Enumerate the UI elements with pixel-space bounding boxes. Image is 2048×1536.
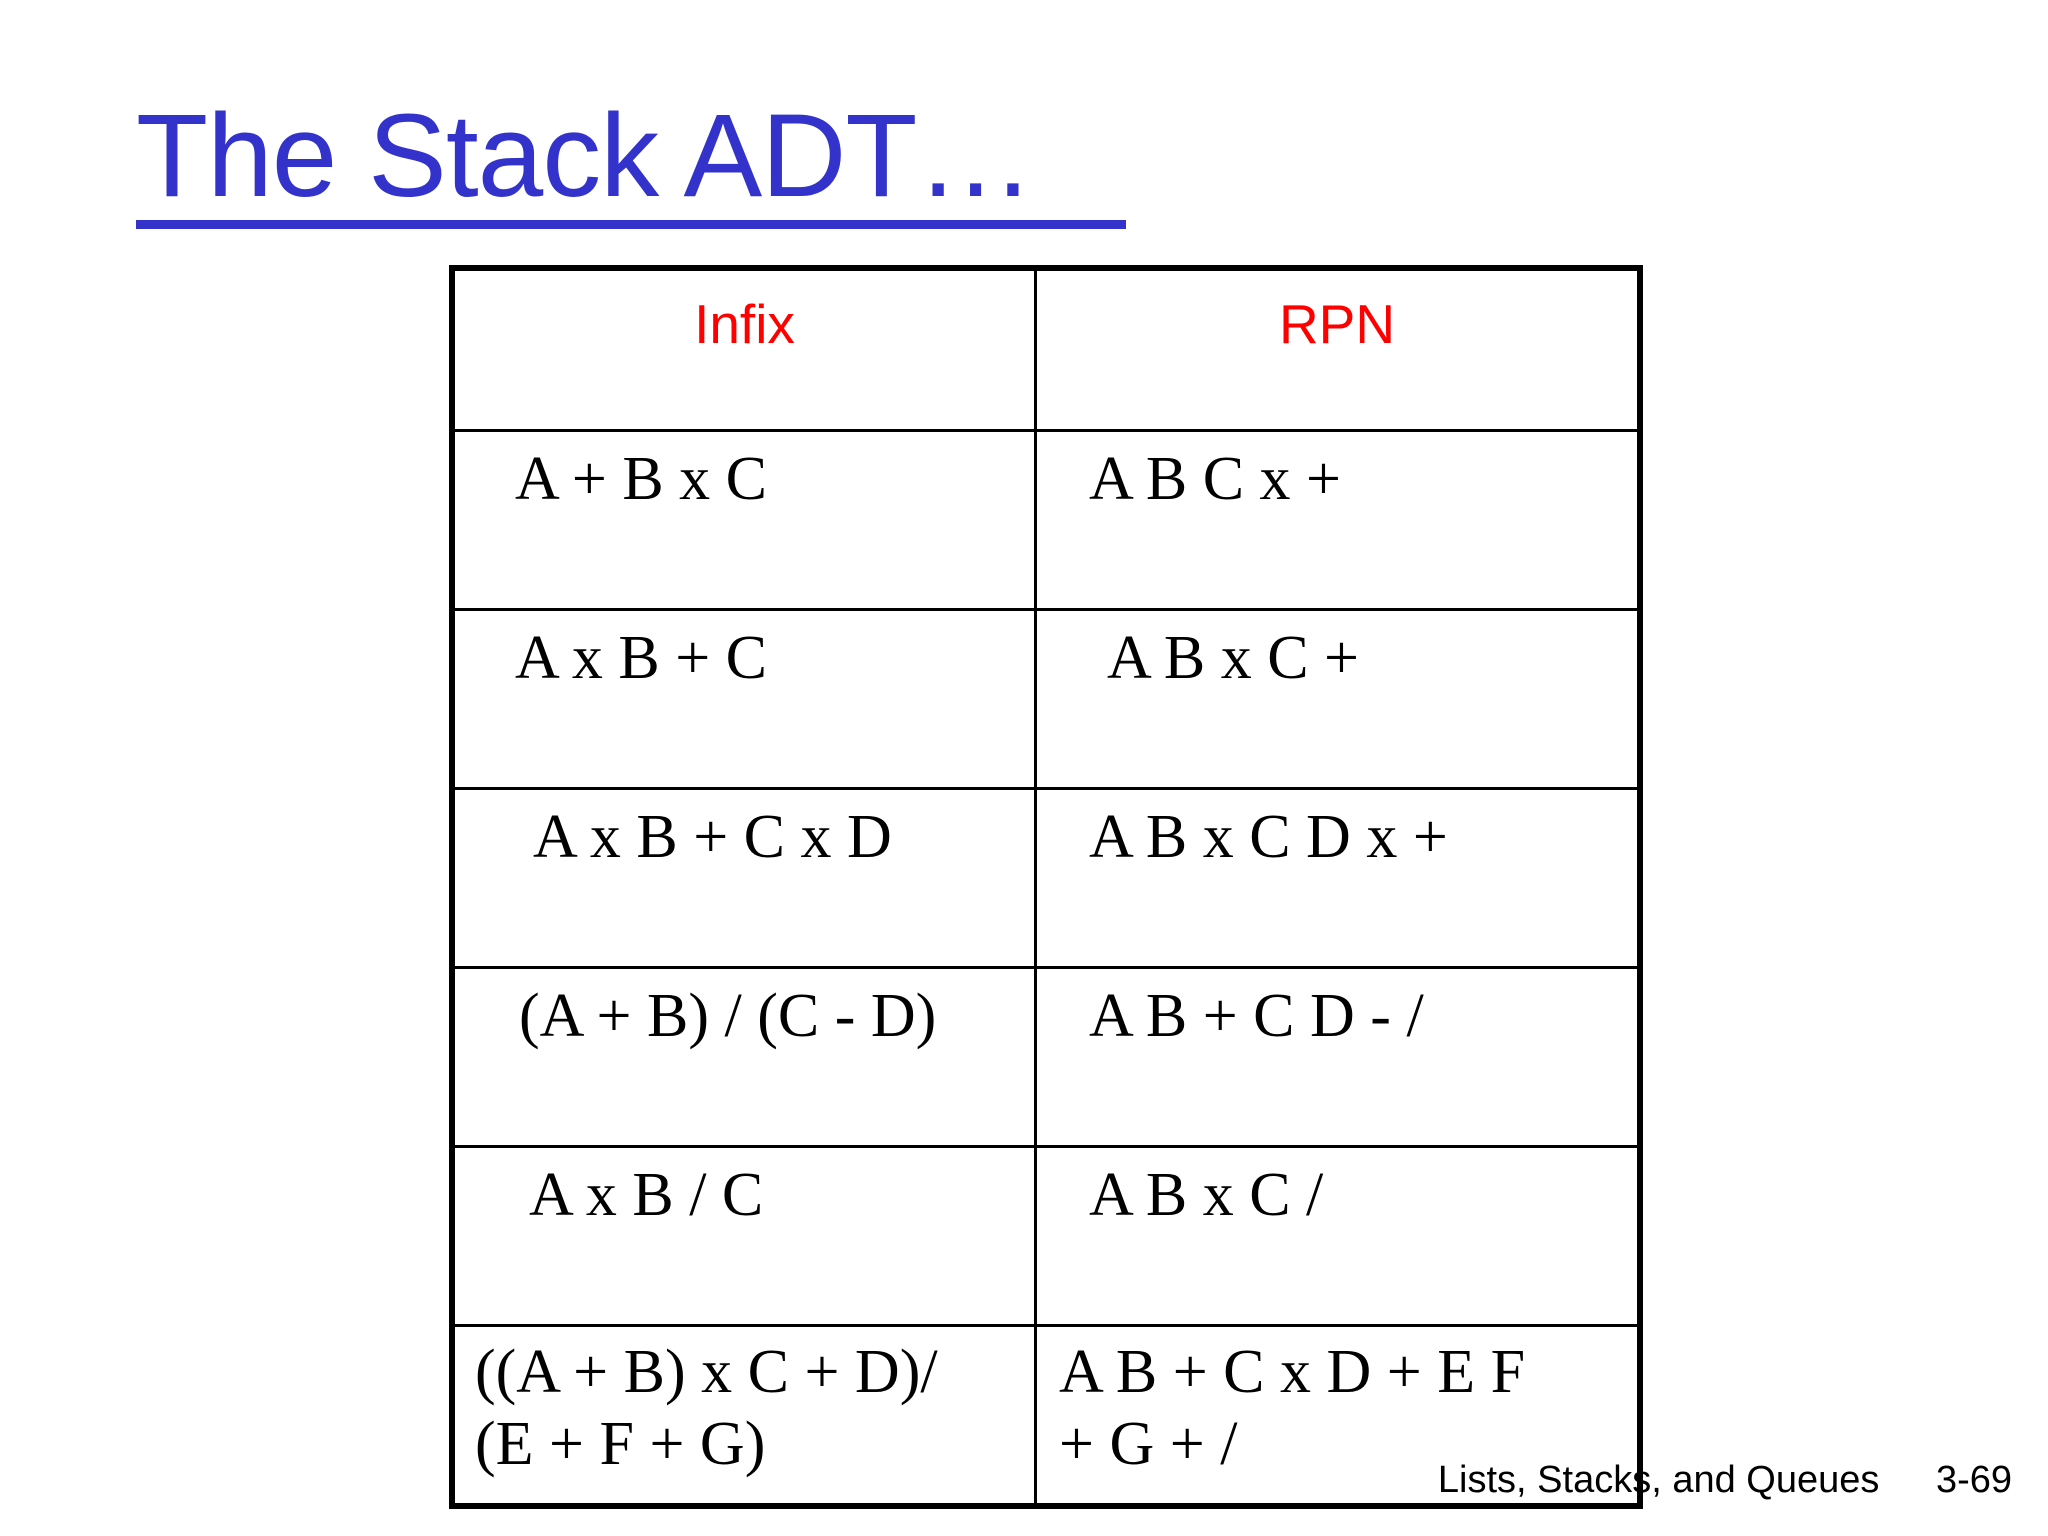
table-header-row: Infix RPN	[452, 268, 1640, 432]
column-header-infix-label: Infix	[694, 293, 795, 355]
cell-infix-5: A x B / C	[452, 1145, 1037, 1327]
table-row: A x B + C A B x C +	[452, 608, 1640, 790]
cell-rpn-5: A B x C /	[1034, 1145, 1640, 1327]
slide-footer: Lists, Stacks, and Queues 3-69	[1438, 1459, 2012, 1502]
expression-rpn-5: A B x C /	[1089, 1161, 1324, 1229]
footer-page-number: 3-69	[1935, 1459, 2012, 1501]
expression-infix-6: ((A + B) x C + D)/ (E + F + G)	[475, 1338, 938, 1478]
expression-rpn-3: A B x C D x +	[1089, 803, 1448, 871]
column-header-rpn-label: RPN	[1278, 293, 1396, 355]
column-header-infix: Infix	[452, 268, 1037, 432]
cell-rpn-6: A B + C x D + E F + G + /	[1034, 1324, 1640, 1506]
cell-rpn-4: A B + C D - /	[1034, 966, 1640, 1148]
column-header-rpn: RPN	[1034, 268, 1640, 432]
cell-infix-4: (A + B) / (C - D)	[452, 966, 1037, 1148]
table-row: A + B x C A B C x +	[452, 429, 1640, 611]
table-row: ((A + B) x C + D)/ (E + F + G) A B + C x…	[452, 1324, 1640, 1506]
expression-infix-5: A x B / C	[529, 1161, 764, 1229]
title-underline-rule	[136, 220, 1126, 230]
page-title: The Stack ADT…	[136, 90, 1035, 222]
expression-rpn-4: A B + C D - /	[1089, 982, 1424, 1050]
cell-rpn-1: A B C x +	[1034, 429, 1640, 611]
cell-infix-6: ((A + B) x C + D)/ (E + F + G)	[452, 1324, 1037, 1506]
cell-rpn-2: A B x C +	[1034, 608, 1640, 790]
table-row: A x B / C A B x C /	[452, 1145, 1640, 1327]
slide-title-block: The Stack ADT…	[136, 90, 1156, 230]
expression-infix-3: A x B + C x D	[533, 803, 892, 871]
footer-chapter-label: Lists, Stacks, and Queues	[1437, 1459, 1880, 1501]
expression-infix-4: (A + B) / (C - D)	[519, 982, 937, 1050]
cell-rpn-3: A B x C D x +	[1034, 787, 1640, 969]
table-row: A x B + C x D A B x C D x +	[452, 787, 1640, 969]
expression-rpn-2: A B x C +	[1107, 624, 1360, 692]
expression-infix-2: A x B + C	[515, 624, 768, 692]
expression-infix-1: A + B x C	[515, 445, 768, 513]
infix-rpn-conversion-table: Infix RPN A + B x C A B C x + A x B + C …	[449, 265, 1643, 1509]
cell-infix-2: A x B + C	[452, 608, 1037, 790]
cell-infix-1: A + B x C	[452, 429, 1037, 611]
expression-rpn-6: A B + C x D + E F + G + /	[1059, 1338, 1526, 1478]
cell-infix-3: A x B + C x D	[452, 787, 1037, 969]
table-row: (A + B) / (C - D) A B + C D - /	[452, 966, 1640, 1148]
expression-rpn-1: A B C x +	[1089, 445, 1342, 513]
